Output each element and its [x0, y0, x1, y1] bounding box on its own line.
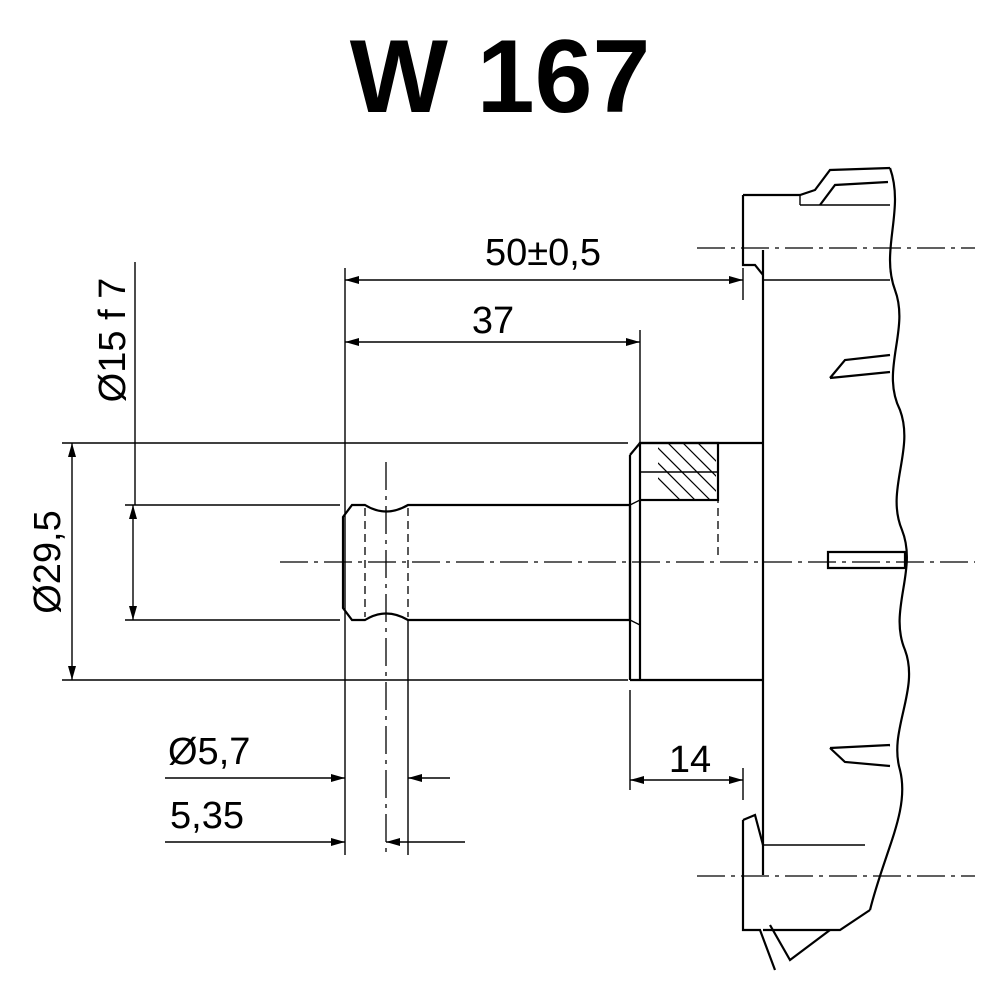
extension-lines — [62, 262, 744, 855]
dimension-lines — [68, 276, 743, 846]
drawing-title: W 167 — [349, 19, 651, 135]
dim-hole-diameter: Ø5,7 — [168, 731, 250, 773]
centre-lines — [280, 247, 975, 877]
dim-boss-diameter: Ø29,5 — [27, 510, 69, 614]
dim-shaft-diameter: Ø15 f 7 — [92, 278, 134, 403]
dim-flange-distance: 50±0,5 — [485, 232, 601, 274]
dim-shaft-length: 37 — [472, 300, 514, 342]
crankshaft-boss — [628, 441, 763, 682]
engine-housing — [741, 166, 911, 971]
dim-boss-length: 14 — [669, 739, 711, 781]
dim-hole-position: 5,35 — [170, 795, 244, 837]
